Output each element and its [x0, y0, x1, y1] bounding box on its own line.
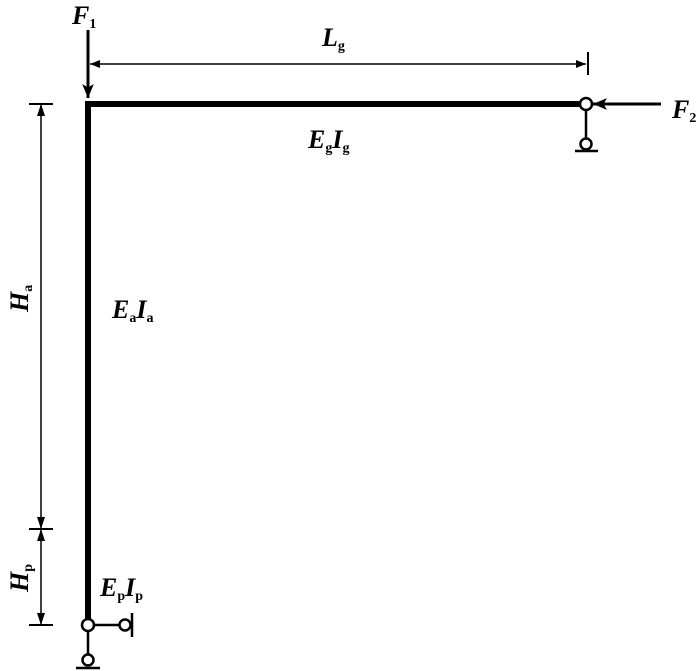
label-beam-stiffness: EgIg — [307, 125, 349, 156]
label-ha: Ha — [5, 285, 36, 313]
base-supports — [76, 613, 134, 670]
label-pile-stiffness: EpIp — [99, 573, 143, 604]
label-f1: F1 — [71, 1, 96, 32]
dimension-lg — [90, 52, 589, 75]
label-hp: Hp — [5, 564, 36, 593]
label-f2: F2 — [671, 95, 696, 126]
label-lg: Lg — [321, 23, 345, 54]
right-roller-support — [575, 96, 598, 153]
label-column-stiffness: EaIa — [111, 295, 153, 326]
dimension-ha-hp — [29, 103, 53, 626]
